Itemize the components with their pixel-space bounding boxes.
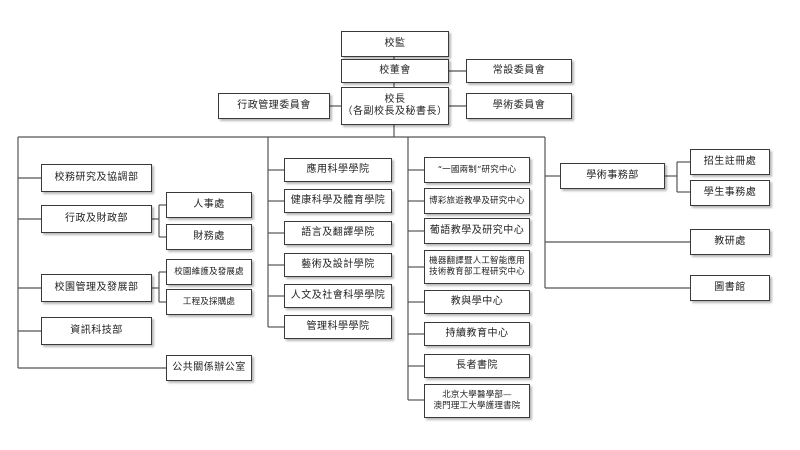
node-label: 教與學中心 (450, 296, 504, 307)
node-faculty-humanities-social: 人文及社會科學學院 (284, 284, 392, 308)
node-centre-one-country: “一國兩制”研究中心 (424, 157, 530, 183)
node-faculty-arts-design: 藝術及設計學院 (284, 253, 392, 277)
node-label: 行政管理委員會 (237, 100, 311, 111)
node-it-department: 資訊科技部 (41, 317, 152, 345)
node-label: 學生事務處 (703, 187, 757, 198)
node-label-line2: （各副校長及秘書長） (342, 106, 448, 117)
node-label: 招生註冊處 (703, 156, 757, 167)
node-admin-finance: 行政及財政部 (41, 205, 152, 233)
node-research-coordination: 校務研究及協調部 (41, 164, 152, 192)
node-label: 校園管理及發展部 (54, 282, 139, 293)
node-label: 行政及財政部 (65, 213, 128, 224)
node-faculty-health-sports: 健康科學及體育學院 (284, 189, 392, 213)
node-label: “一國兩制”研究中心 (437, 164, 517, 175)
node-academic-committee: 學術委員會 (466, 93, 572, 119)
node-teaching-research-office: 教研處 (690, 229, 770, 255)
node-library: 圖書館 (690, 275, 770, 301)
node-faculty-management-sciences: 管理科學學院 (284, 315, 392, 339)
node-engineering-procurement: 工程及採購處 (166, 289, 252, 315)
node-student-affairs: 學生事務處 (690, 180, 770, 206)
node-label: 管理科學學院 (306, 321, 370, 332)
node-centre-machine-translation-ai: 機器翻譯暨人工智能應用 技術教育部工程研究中心 (424, 250, 530, 284)
node-label: 應用科學學院 (306, 164, 370, 175)
node-label: 財務處 (193, 231, 225, 242)
node-label: 健康科學及體育學院 (290, 195, 386, 206)
node-label-line2: 技術教育部工程研究中心 (429, 267, 525, 277)
node-rector: 校長 （各副校長及秘書長） (341, 87, 449, 125)
node-finance-office: 財務處 (166, 224, 252, 250)
node-label: 校監 (384, 38, 406, 49)
node-label-line1: 北京大學醫學部— (442, 390, 512, 401)
node-admin-committee: 行政管理委員會 (218, 93, 330, 119)
node-label: 葡語教學及研究中心 (429, 225, 525, 236)
node-label: 圖書館 (714, 282, 746, 293)
node-label: 藝術及設計學院 (301, 259, 375, 270)
node-centre-portuguese: 葡語教學及研究中心 (424, 218, 530, 244)
node-label: 校務研究及協調部 (54, 172, 139, 183)
node-centre-continuing-education: 持續教育中心 (424, 322, 530, 346)
node-academic-affairs: 學術事務部 (560, 163, 665, 189)
node-label-line2: 澳門理工大學護理書院 (433, 401, 521, 411)
node-label: 校園維護及發展處 (174, 266, 244, 277)
node-label: 博彩旅遊教學及研究中心 (429, 195, 525, 206)
node-supervision: 校監 (341, 31, 449, 57)
node-label: 校董會 (379, 65, 411, 76)
node-label: 人事處 (193, 199, 225, 210)
node-label: 語言及翻譯學院 (301, 227, 375, 238)
node-label: 學術事務部 (586, 170, 639, 181)
node-board: 校董會 (341, 59, 449, 83)
node-centre-teaching-learning: 教與學中心 (424, 290, 530, 314)
node-faculty-applied-sciences: 應用科學學院 (284, 158, 392, 182)
node-human-resources: 人事處 (166, 192, 252, 218)
node-label: 教研處 (714, 236, 746, 247)
node-label: 學術委員會 (492, 100, 546, 111)
node-label: 人文及社會科學學院 (290, 290, 386, 301)
node-label: 持續教育中心 (445, 328, 509, 339)
node-centre-gaming-tourism: 博彩旅遊教學及研究中心 (424, 188, 530, 214)
node-campus-management: 校園管理及發展部 (41, 274, 152, 302)
node-label: 長者書院 (456, 360, 498, 371)
node-elder-academy: 長者書院 (424, 354, 530, 378)
node-label: 資訊科技部 (70, 325, 123, 336)
node-public-relations: 公共關係辦公室 (166, 355, 252, 381)
node-faculty-languages-translation: 語言及翻譯學院 (284, 221, 392, 245)
node-admission-registry: 招生註冊處 (690, 149, 770, 175)
node-campus-maintenance: 校園維護及發展處 (166, 259, 252, 285)
node-label: 常設委員會 (492, 65, 546, 76)
node-nursing-academy: 北京大學醫學部— 澳門理工大學護理書院 (424, 384, 530, 418)
node-standing-committee: 常設委員會 (466, 59, 572, 83)
node-label: 公共關係辦公室 (172, 362, 246, 373)
node-label-line1: 校長 (384, 94, 406, 105)
node-label: 工程及採購處 (182, 296, 236, 307)
node-label-line1: 機器翻譯暨人工智能應用 (429, 256, 525, 267)
